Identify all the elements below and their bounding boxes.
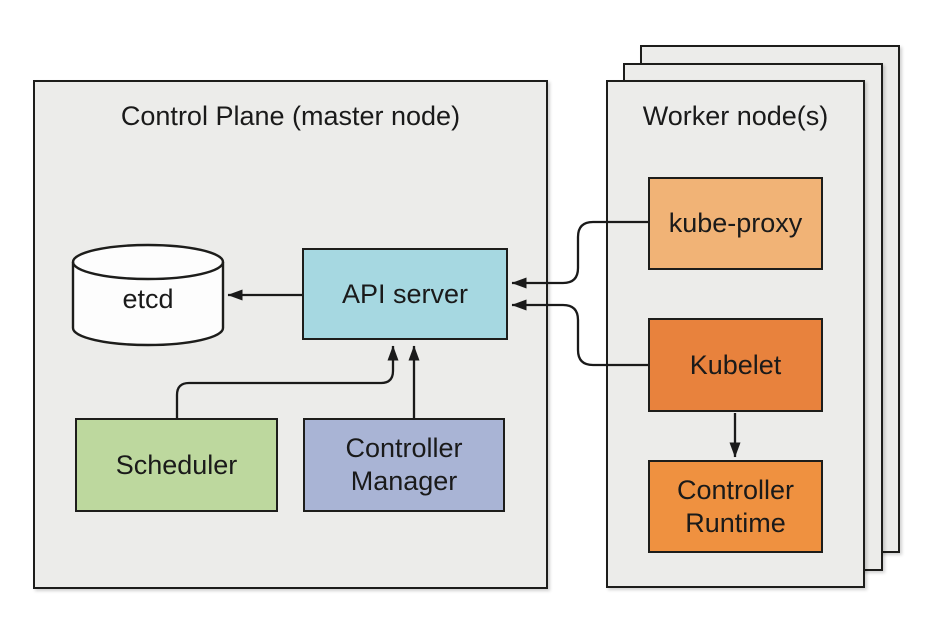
kube-proxy-node: kube-proxy bbox=[648, 177, 823, 270]
scheduler-label: Scheduler bbox=[115, 449, 238, 480]
controller-runtime-node: Controller Runtime bbox=[648, 460, 823, 553]
worker-node-title: Worker node(s) bbox=[642, 101, 829, 131]
etcd-label: etcd bbox=[122, 284, 174, 314]
controller-manager-label: Controller Manager bbox=[345, 433, 463, 496]
controller-manager-node: Controller Manager bbox=[303, 418, 505, 512]
api-server-node: API server bbox=[302, 248, 508, 340]
kube-proxy-label: kube-proxy bbox=[668, 208, 803, 238]
kubelet-node: Kubelet bbox=[648, 318, 823, 412]
kubelet-label: Kubelet bbox=[689, 349, 782, 380]
controller-runtime-label: Controller Runtime bbox=[676, 474, 795, 538]
scheduler-node: Scheduler bbox=[75, 418, 278, 512]
control-plane-title: Control Plane (master node) bbox=[120, 101, 461, 131]
api-server-label: API server bbox=[341, 278, 469, 309]
